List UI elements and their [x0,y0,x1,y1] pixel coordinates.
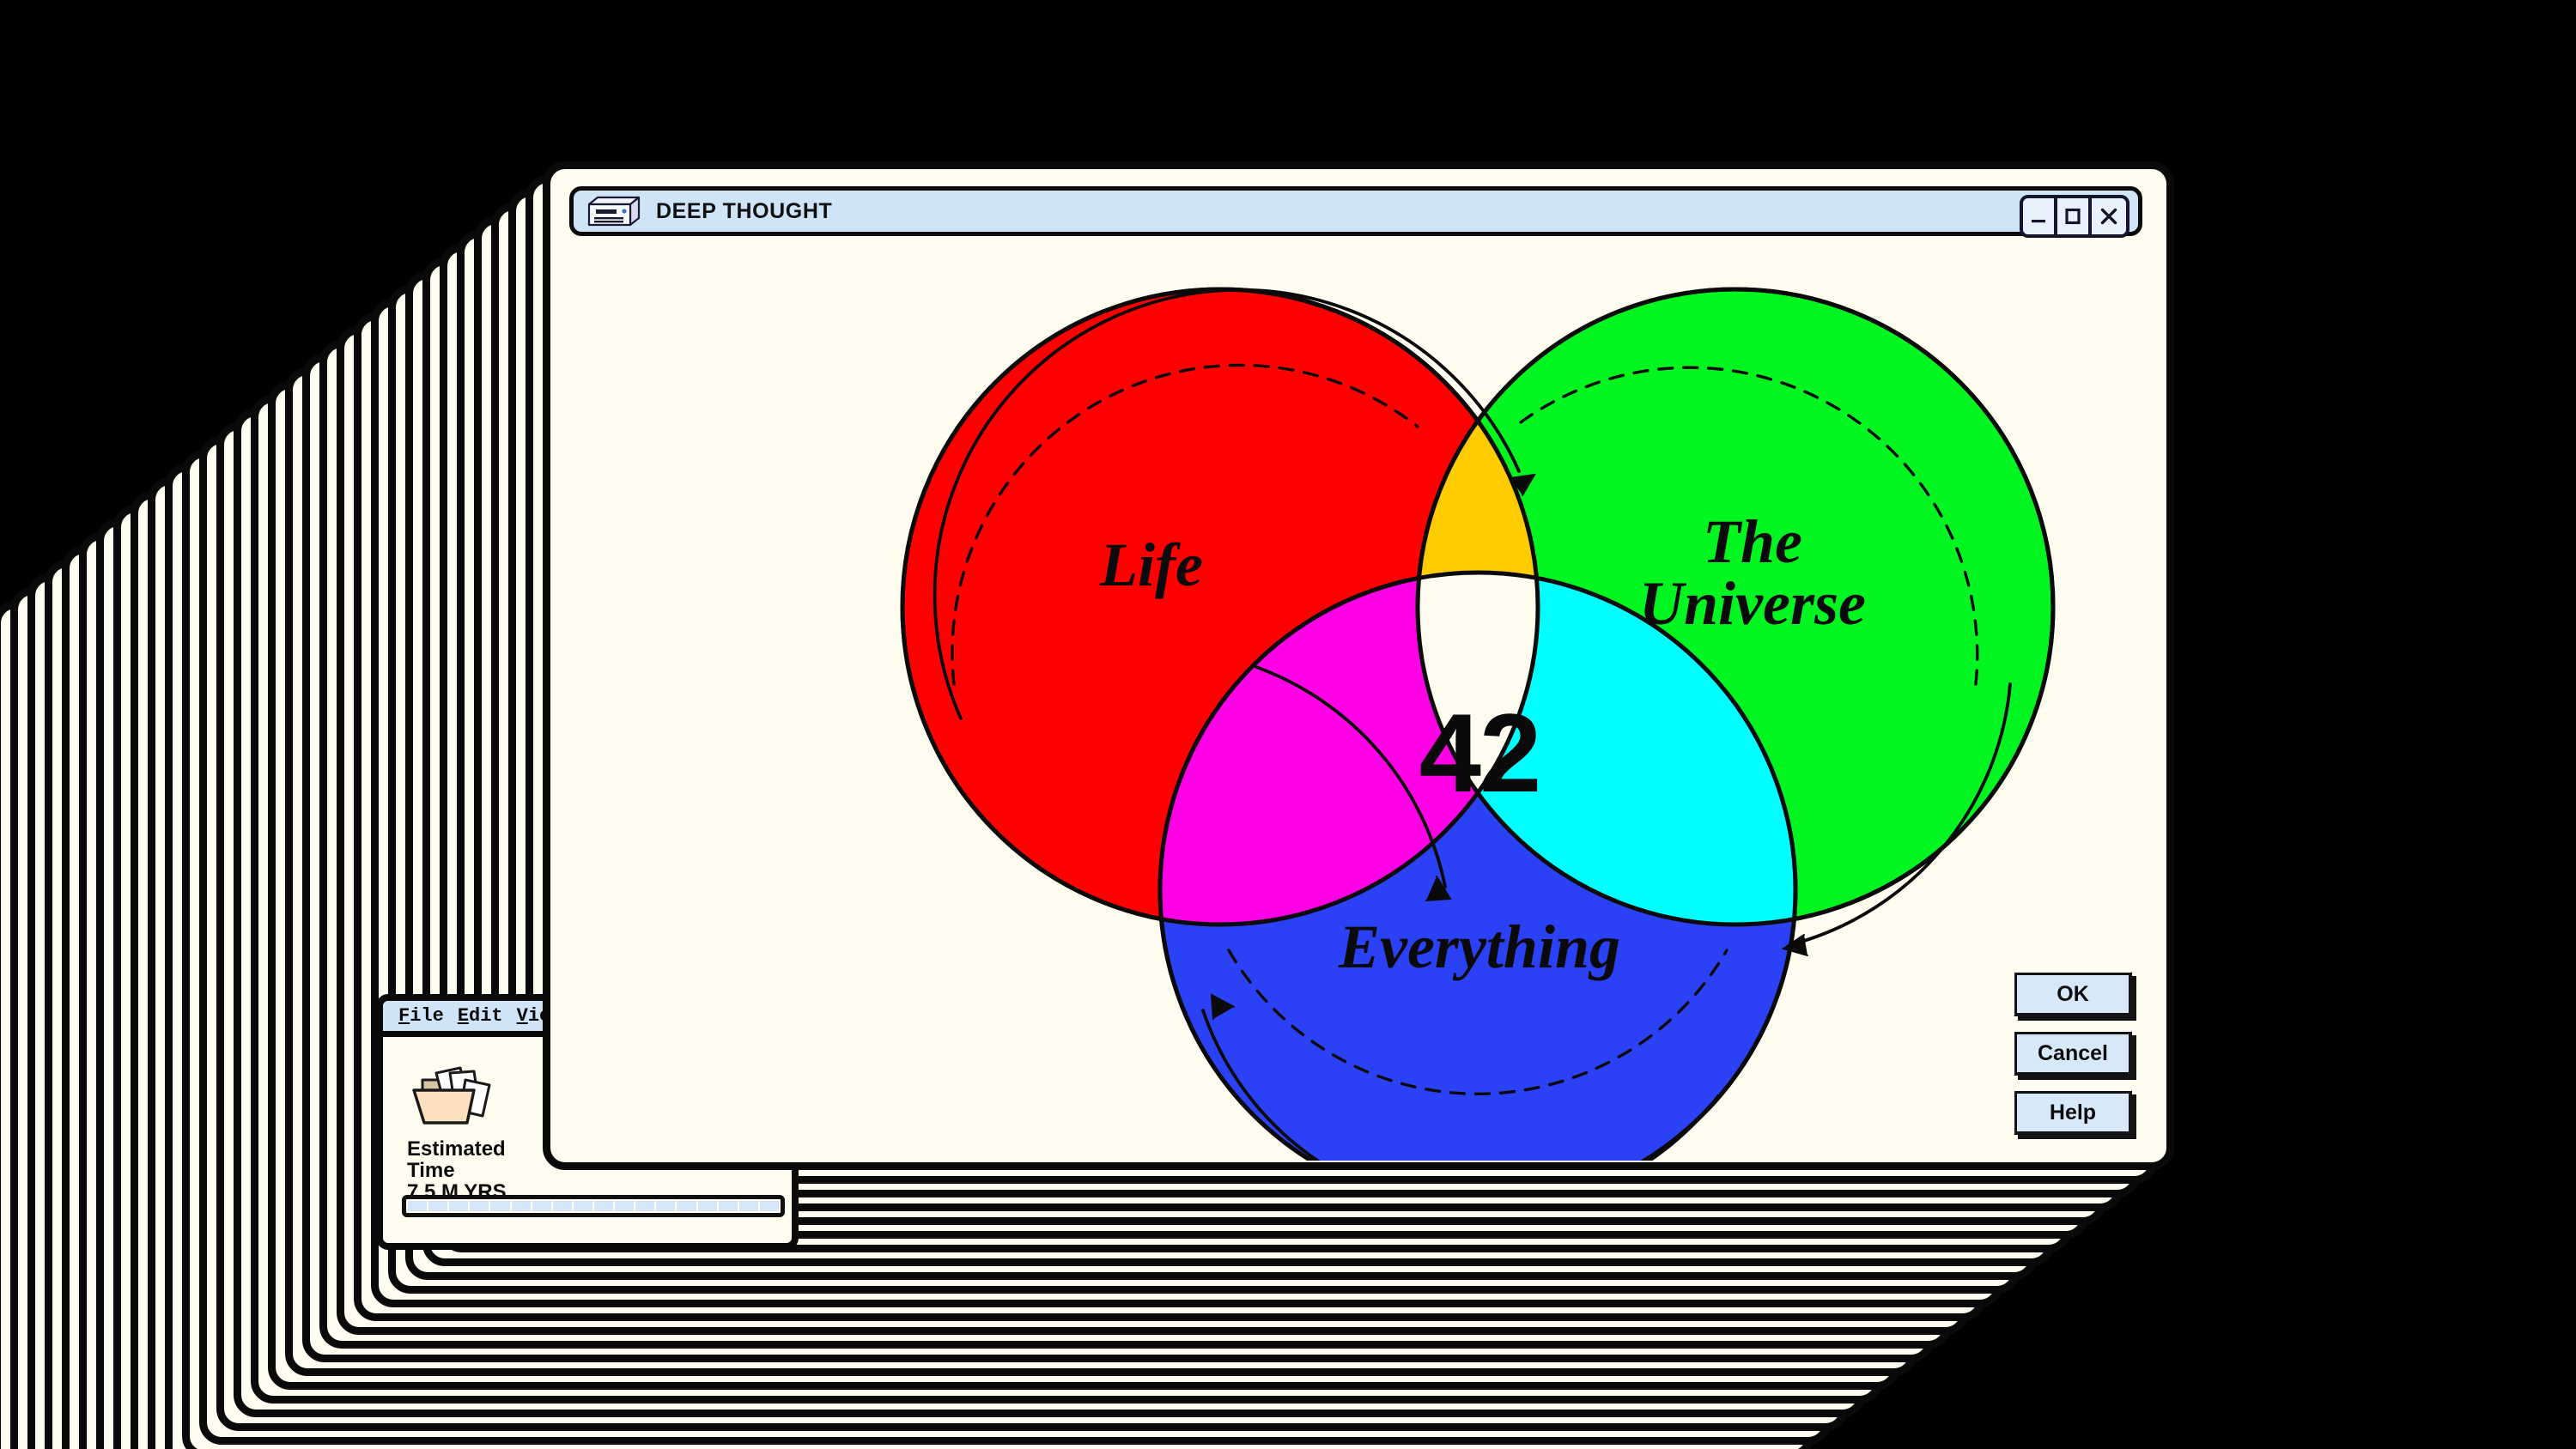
menu-edit-accel: E [457,1005,470,1027]
ok-button[interactable]: OK [2014,972,2132,1016]
sketch-dashed-arcs [951,363,1979,1095]
venn-label-universe-line1: The [1703,507,1802,576]
server-box-icon [587,196,641,227]
maximize-button[interactable] [2057,198,2092,234]
close-button[interactable] [2092,198,2126,234]
sketch-arrows [933,288,2012,1161]
progress-segment [470,1201,489,1211]
title-bar[interactable]: DEEP THOUGHT [569,186,2142,238]
progress-segment [511,1201,531,1211]
menu-edit[interactable]: Edit [458,1005,503,1027]
venn-label-everything: Everything [1338,912,1620,981]
estimated-time-label: Estimated Time 7.5 M YRS [407,1137,507,1203]
progress-segment [635,1201,655,1211]
progress-segment [573,1201,592,1211]
progress-segment [697,1201,717,1211]
cancel-button[interactable]: Cancel [2014,1031,2132,1076]
progress-bar[interactable] [402,1195,785,1217]
progress-segment [738,1201,758,1211]
folder-with-documents-icon [412,1066,491,1125]
progress-segment [532,1201,551,1211]
deep-thought-window[interactable]: DEEP THOUGHT [543,161,2174,1170]
progress-segment [552,1201,572,1211]
venn-diagram: Life The Universe Everything 42 [550,238,2166,1161]
venn-center-answer: 42 [1419,690,1540,815]
progress-segment [593,1201,614,1211]
progress-segment [677,1201,696,1211]
window-title: DEEP THOUGHT [656,198,833,223]
venn-label-universe-line2: Universe [1639,569,1866,638]
window-controls[interactable] [2020,195,2129,238]
progress-segment [428,1201,448,1211]
dialog-button-column[interactable]: OK Cancel Help [2014,972,2132,1135]
venn-label-life: Life [1099,530,1203,599]
progress-segment [615,1201,635,1211]
minimize-button[interactable] [2023,198,2057,234]
progress-segment [408,1201,428,1211]
progress-segment [490,1201,510,1211]
menu-view-accel: V [516,1005,528,1027]
menu-file[interactable]: File [398,1005,444,1027]
menu-file-accel: F [398,1005,410,1027]
progress-segment [656,1201,676,1211]
progress-segment [759,1201,779,1211]
menu-file-rest: ile [410,1005,444,1027]
progress-segment [718,1201,738,1211]
help-button[interactable]: Help [2014,1090,2132,1135]
menu-edit-rest: dit [469,1005,503,1027]
progress-segment [449,1201,469,1211]
